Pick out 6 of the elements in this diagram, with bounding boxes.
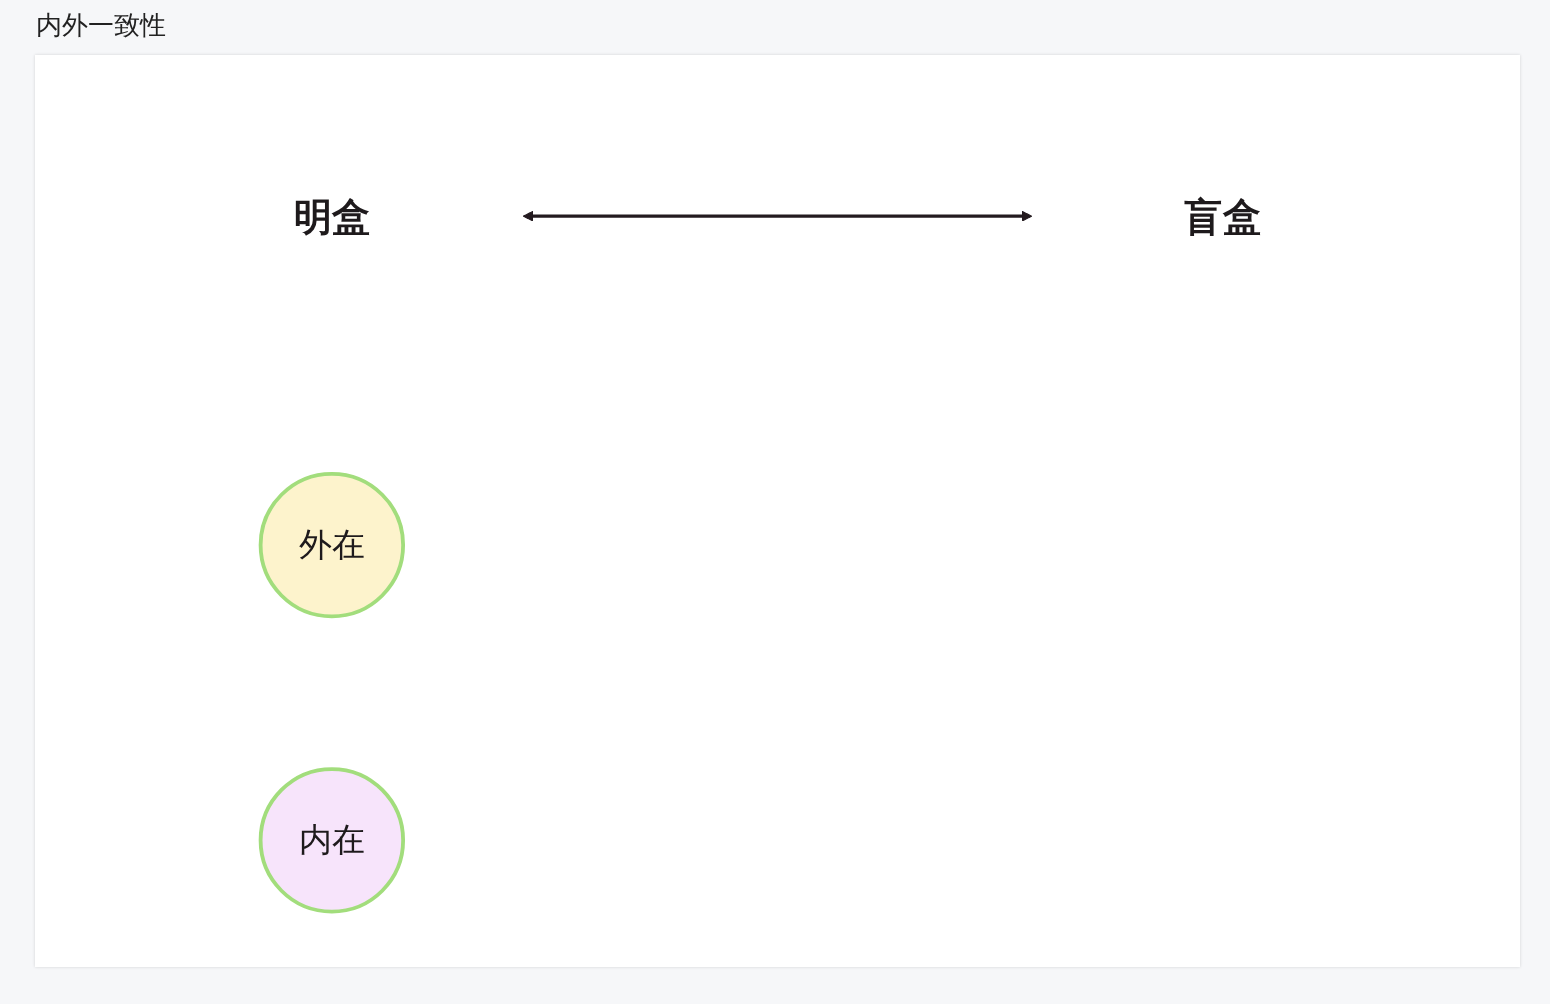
text-label: 盲盒	[1184, 193, 1262, 239]
circle-node: 内在	[258, 766, 406, 914]
circle-node: 外在	[258, 471, 406, 618]
diagram-title: 内外一致性	[36, 9, 166, 42]
arrow	[523, 210, 1033, 222]
text-label: 明盒	[293, 193, 371, 239]
